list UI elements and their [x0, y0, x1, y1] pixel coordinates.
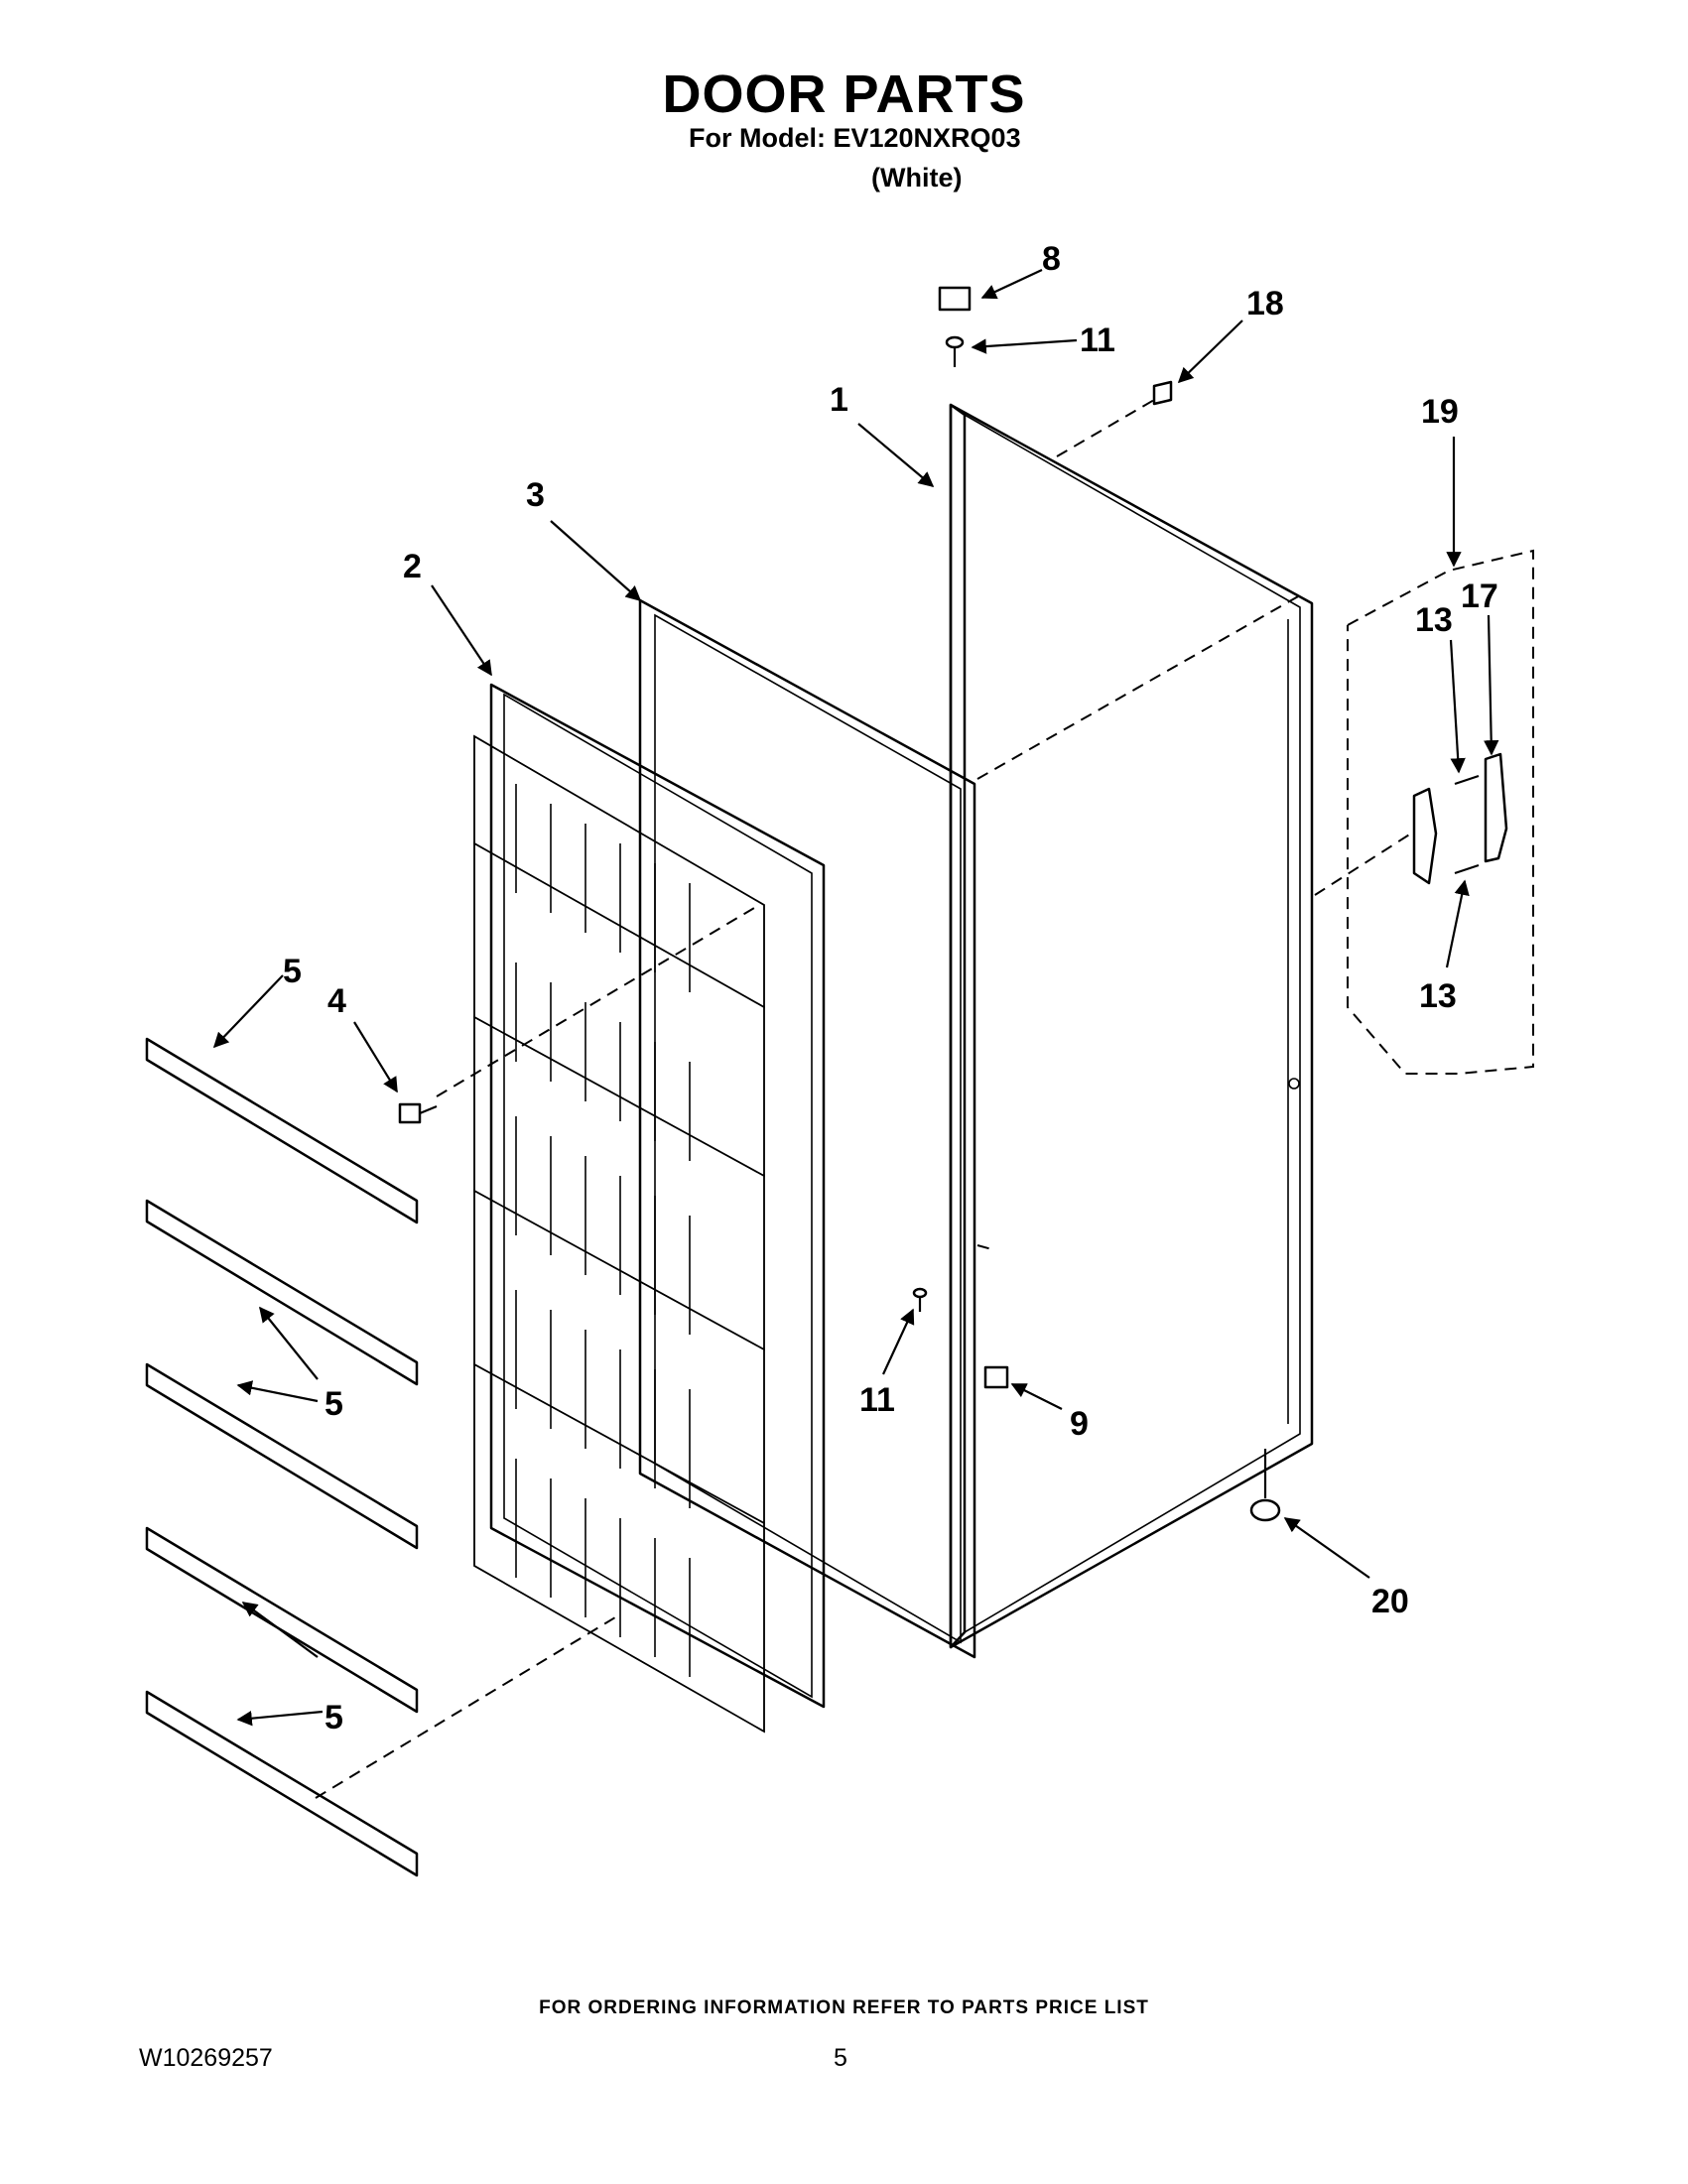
callout-2: 2 [403, 548, 422, 585]
document-number: W10269257 [139, 2044, 273, 2072]
callout-19: 19 [1421, 393, 1459, 431]
callout-18: 18 [1246, 285, 1284, 322]
model-number: For Model: EV120NXRQ03 [689, 123, 1021, 153]
callout-11-bottom: 11 [859, 1381, 895, 1419]
ordering-note: FOR ORDERING INFORMATION REFER TO PARTS … [539, 1997, 1149, 2018]
callout-5-b: 5 [325, 1385, 343, 1423]
callout-3: 3 [526, 476, 545, 514]
callout-9: 9 [1070, 1405, 1089, 1443]
model-color: (White) [871, 163, 963, 193]
callout-5-c: 5 [325, 1699, 343, 1736]
cap-part-20 [1249, 1449, 1281, 1522]
callout-11-top: 11 [1080, 321, 1115, 359]
page-number: 5 [834, 2044, 847, 2072]
callout-20: 20 [1371, 1583, 1409, 1620]
top-hinge-parts [938, 286, 972, 367]
bottom-hinge-parts [912, 1287, 1009, 1389]
alignment-lines [315, 399, 1415, 1799]
callout-13-bottom: 13 [1419, 977, 1457, 1015]
door-liner-part [473, 683, 826, 1734]
callout-leaders [212, 269, 1499, 1727]
plug-part-18 [1152, 380, 1173, 406]
callout-4: 4 [327, 982, 346, 1020]
screw-part-4 [398, 1102, 438, 1124]
door-frame-part [949, 403, 1314, 1649]
page-title: DOOR PARTS [662, 64, 1026, 124]
bin-rails [145, 1037, 419, 1877]
callout-13-top: 13 [1415, 601, 1453, 639]
callout-1: 1 [830, 381, 848, 419]
callout-5-a: 5 [283, 953, 302, 990]
door-gasket-part [638, 598, 976, 1659]
callout-17: 17 [1461, 578, 1498, 615]
door-bins [473, 734, 765, 1734]
callout-labels: 8 11 18 1 19 3 13 17 2 5 4 13 5 11 9 5 2… [283, 240, 1498, 1736]
callout-8: 8 [1042, 240, 1061, 278]
